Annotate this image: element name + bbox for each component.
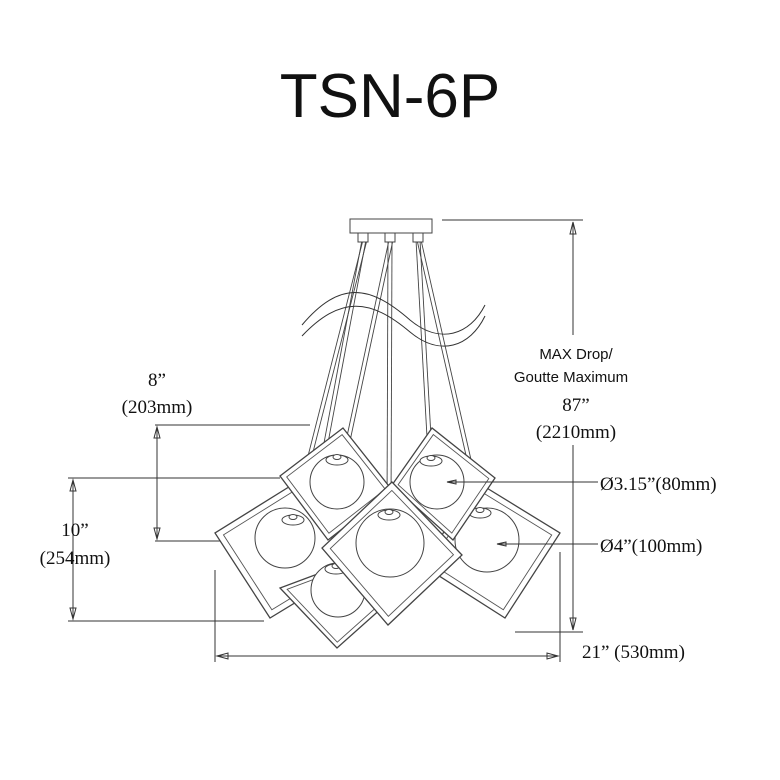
max-drop-label: MAX Drop/ bbox=[539, 346, 613, 363]
glass-globe bbox=[355, 508, 425, 578]
globe-cap bbox=[288, 514, 298, 520]
square-frame-inner bbox=[286, 434, 386, 534]
arrow-down-icon bbox=[569, 617, 577, 631]
overall-height-mm: (254mm) bbox=[40, 548, 111, 569]
square-frame-inner bbox=[329, 489, 455, 617]
arrow-down-icon bbox=[69, 607, 77, 621]
overall-height-inches: 10” bbox=[61, 520, 88, 541]
ceiling-canopy bbox=[349, 218, 433, 243]
arrow-left-icon bbox=[215, 652, 229, 660]
pendant-shade bbox=[279, 427, 393, 541]
arrow-down-icon bbox=[153, 527, 161, 541]
arrow-up-icon bbox=[153, 425, 161, 439]
pendant-shade bbox=[321, 481, 463, 626]
cord-break-symbol bbox=[301, 292, 486, 347]
arrow-up-icon bbox=[69, 478, 77, 492]
socket bbox=[384, 232, 396, 243]
arrow-left-icon bbox=[446, 479, 457, 485]
dimension-lines bbox=[68, 219, 583, 662]
arrow-up-icon bbox=[569, 221, 577, 235]
cluster-height-inches: 8” bbox=[148, 370, 166, 391]
overall-width: 21” (530mm) bbox=[582, 642, 685, 663]
max-drop-label-fr: Goutte Maximum bbox=[514, 369, 628, 386]
glass-globe bbox=[454, 507, 520, 573]
socket bbox=[412, 232, 424, 243]
small-globe-diameter: Ø3.15”(80mm) bbox=[600, 474, 717, 495]
arrow-right-icon bbox=[546, 652, 560, 660]
square-frame-inner bbox=[397, 433, 490, 534]
globe-frames bbox=[214, 427, 561, 649]
globe-cap bbox=[475, 507, 485, 513]
globe-cap bbox=[332, 454, 342, 460]
cords bbox=[292, 239, 483, 516]
arrow-left-icon bbox=[496, 541, 507, 547]
max-drop-mm: (2210mm) bbox=[536, 422, 616, 443]
pendant-shade bbox=[391, 427, 496, 541]
socket bbox=[357, 232, 369, 243]
model-title: TSN-6P bbox=[280, 62, 500, 131]
large-globe-diameter: Ø4”(100mm) bbox=[600, 536, 702, 557]
max-drop-inches: 87” bbox=[562, 395, 589, 416]
globe-cap bbox=[426, 455, 436, 461]
globe-cap bbox=[384, 509, 394, 515]
cluster-height-mm: (203mm) bbox=[122, 397, 193, 418]
